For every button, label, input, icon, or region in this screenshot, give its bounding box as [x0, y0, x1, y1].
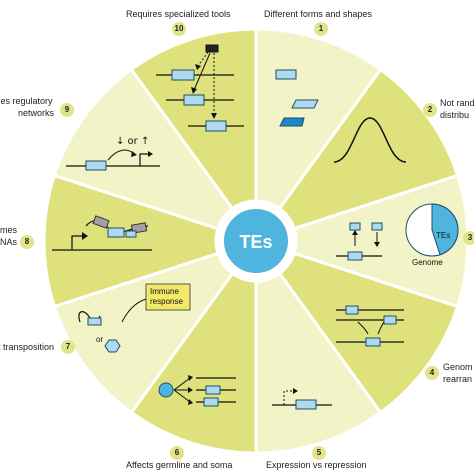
- expression-illustration: [272, 388, 332, 410]
- label-segment-7: t transposition: [0, 342, 55, 352]
- or-label: or: [96, 335, 103, 344]
- te-box: [275, 69, 297, 80]
- te-box: [347, 251, 363, 261]
- center-circle: [220, 205, 292, 277]
- tools-illustration: [156, 44, 244, 132]
- te-box: [371, 222, 383, 231]
- te-pie-slice: [431, 203, 459, 256]
- label-segment-4-line2: rearran: [443, 374, 473, 384]
- forms-shapes-illustration: [275, 69, 319, 127]
- number-badge-4: 4: [425, 366, 439, 380]
- te-box: [349, 222, 361, 231]
- number-badge-9: 9: [60, 103, 74, 117]
- wheel-segment-9: [52, 67, 235, 231]
- number-badge-1: 1: [314, 22, 328, 36]
- number-badge-5: 5: [312, 446, 326, 460]
- number-badge-3: 3: [463, 231, 474, 245]
- te-parallelogram: [291, 99, 319, 109]
- number-badge-8: 8: [20, 235, 34, 249]
- te-rna-illustration: [52, 215, 152, 251]
- protein-hexagon: [104, 339, 121, 353]
- label-segment-10: Requires specialized tools: [126, 9, 231, 19]
- pie-genome-label: Genome: [412, 258, 443, 267]
- germline-soma-illustration: [158, 375, 236, 407]
- immune-label-line2: response: [150, 297, 183, 306]
- label-segment-4-line1: Genom: [443, 362, 473, 372]
- te-trapezoid: [279, 117, 305, 127]
- label-segment-8-line1: mes: [0, 225, 18, 235]
- label-segment-2-line1: Not rand: [440, 98, 474, 108]
- wheel-segment-6: [129, 271, 258, 455]
- label-segment-1: Different forms and shapes: [264, 9, 372, 19]
- number-badge-2: 2: [423, 103, 437, 117]
- pie-te-label: TEs: [436, 231, 450, 240]
- wheel-segment-8: [42, 173, 220, 309]
- wheel-segment-10: [129, 27, 258, 211]
- label-segment-2-line2: distribu: [440, 110, 470, 120]
- immune-illustration: or Immune response: [78, 283, 191, 353]
- label-segment-9-line1: fies regulatory: [0, 96, 53, 106]
- rearrangement-illustration: [336, 305, 404, 347]
- number-badge-6: 6: [170, 446, 184, 460]
- immune-response-box: [145, 283, 191, 311]
- number-badge-10: 10: [172, 22, 186, 36]
- label-segment-8-line2: NAs: [0, 237, 18, 247]
- wheel-segment-5: [254, 271, 383, 455]
- label-segment-6: Affects germline and soma: [126, 460, 233, 470]
- immune-label-line1: Immune: [150, 287, 179, 296]
- wheel-segment-4: [277, 251, 460, 415]
- center-label: TEs: [239, 232, 272, 252]
- down-or-up-label: ↓ or ↑: [116, 136, 149, 147]
- genome-proportion-illustration: TEs Genome: [336, 203, 459, 267]
- number-badge-7: 7: [61, 340, 75, 354]
- label-segment-5: Expression vs repression: [266, 460, 367, 470]
- distribution-curve: [333, 117, 407, 163]
- regulatory-illustration: ↓ or ↑: [66, 136, 160, 171]
- cell-circle: [158, 382, 174, 398]
- label-segment-9-line2: networks: [18, 108, 55, 118]
